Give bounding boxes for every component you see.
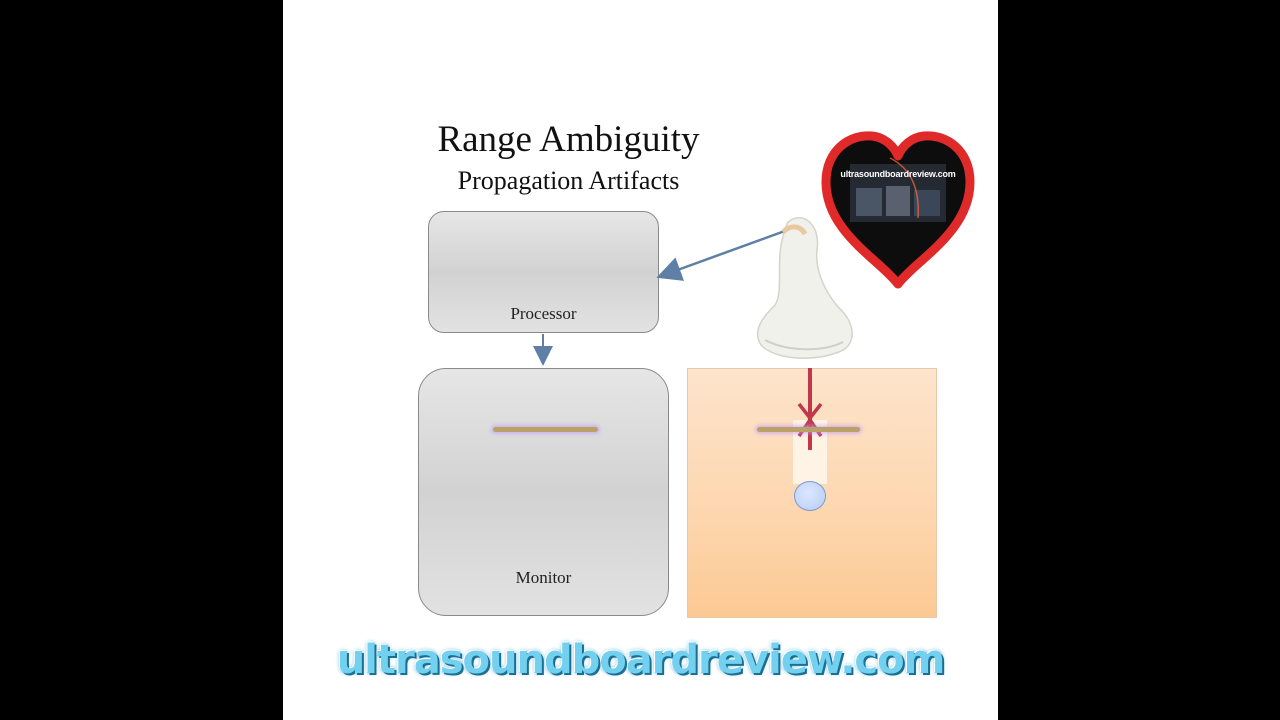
heart-logo-icon [821, 131, 975, 289]
slide-subtitle: Propagation Artifacts [457, 166, 680, 195]
heart-logo-text: ultrasoundboardreview.com [840, 169, 956, 179]
transducer-icon [756, 217, 853, 359]
tissue-echo-line [757, 427, 860, 432]
monitor-echo-line [493, 427, 598, 432]
diagram-arrows [533, 217, 853, 484]
monitor-box: Monitor [418, 368, 669, 616]
processor-box: Processor [428, 211, 659, 333]
website-banner[interactable]: ultrasoundboardreview.com [336, 637, 946, 683]
monitor-label: Monitor [515, 568, 572, 587]
target-reflector [794, 481, 826, 511]
processor-label: Processor [510, 304, 577, 323]
slide-canvas: Range Ambiguity Propagation Artifacts Pr… [283, 0, 998, 720]
transducer-to-processor-arrow [656, 226, 794, 281]
slide-title: Range Ambiguity [437, 119, 700, 160]
